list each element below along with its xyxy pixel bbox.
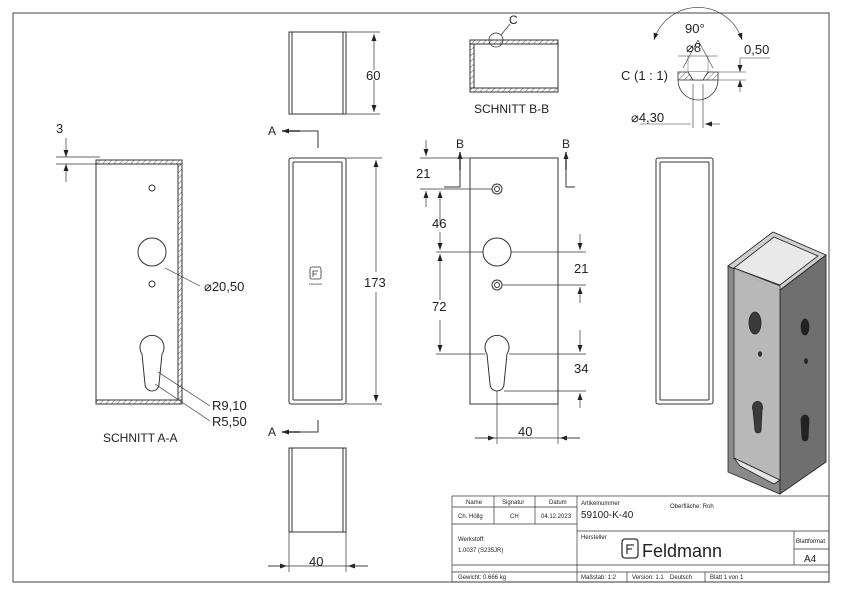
detail-c-label: C (1 : 1) [621,68,668,83]
section-marker-a-bottom: A [268,425,276,439]
dim-height: 173 [364,275,386,290]
top-height-dim [346,31,380,115]
tb-version: Version: 1.1 [632,575,664,581]
section-b-b-view [469,23,559,93]
section-marker-b-right: B [562,137,570,151]
detail-marker-c: C [509,13,518,27]
dim-top-height: 60 [366,68,380,83]
dim-dia8: ⌀8 [686,40,701,55]
dim-72: 72 [432,299,446,314]
tb-blattformat-value: A4 [804,554,817,565]
tb-oberflaeche: Oberfläche: Roh [670,504,714,510]
tb-massstab: Maßstab: 1:2 [581,575,617,581]
dim-40-front: 40 [518,424,532,439]
isometric-view [727,231,827,495]
dim-width-bottom: 40 [309,554,323,569]
brand-logo-icon [621,538,639,559]
tb-hersteller-label: Hersteller [581,535,607,541]
dim-hole-diameter: ⌀20,50 [204,279,244,294]
tb-artikel-label: Artikelnummer [581,501,620,507]
bottom-view [288,447,347,533]
detail-c-view [640,7,770,128]
front-view [469,157,559,405]
right-side-view [655,157,714,405]
tb-sprache: Deutsch [670,575,692,581]
side-view [288,157,347,405]
dim-depth: 0,50 [744,42,769,57]
dim-radius-small: R5,50 [212,414,247,429]
dim-21-mid: 21 [574,261,588,276]
dim-radius-large: R9,10 [212,398,247,413]
tb-werkstoff-label: Werkstoff: [458,537,485,543]
tb-header-name: Name [466,500,483,506]
tb-value-datum: 04.12.2023 [541,514,572,520]
section-marker-a-top: A [268,124,276,138]
title-block [451,495,830,583]
side-height-dim [346,157,382,405]
sheet-border [12,12,830,583]
tb-artikel-value: 59100-K-40 [581,510,634,521]
front-view-dims [420,140,586,444]
dim-angle: 90° [685,21,705,36]
dim-46: 46 [432,216,446,231]
dim-34: 34 [574,361,588,376]
section-line-a [282,128,319,435]
tb-werkstoff-value: 1.0037 (S235JR) [458,548,503,554]
tb-brand: Feldmann [642,541,722,561]
top-view [288,31,347,115]
section-line-b [444,152,575,188]
tb-gewicht: Gewicht: 0.666 kg [458,575,506,581]
tb-value-signatur: CH [510,514,519,520]
section-a-a-label: SCHNITT A-A [103,431,177,445]
tb-header-datum: Datum [549,500,567,506]
wall-thickness-dim [56,138,100,182]
dim-wall-thickness: 3 [56,121,63,136]
logo-small-text: Feldmann [309,282,323,286]
tb-blatt: Blatt 1 von 1 [710,575,744,581]
dim-dia430: ⌀4,30 [631,110,664,125]
tb-blattformat-label: Blattformat [796,539,825,545]
bottom-width-dim [268,532,368,572]
dim-21-top: 21 [416,166,430,181]
section-marker-b-left: B [456,137,464,151]
tb-header-signatur: Signatur [502,500,524,506]
tb-value-name: Ch. Höllg [458,514,483,520]
section-a-a-view [95,159,211,422]
section-b-b-label: SCHNITT B-B [474,102,549,116]
logo-icon [309,266,322,280]
